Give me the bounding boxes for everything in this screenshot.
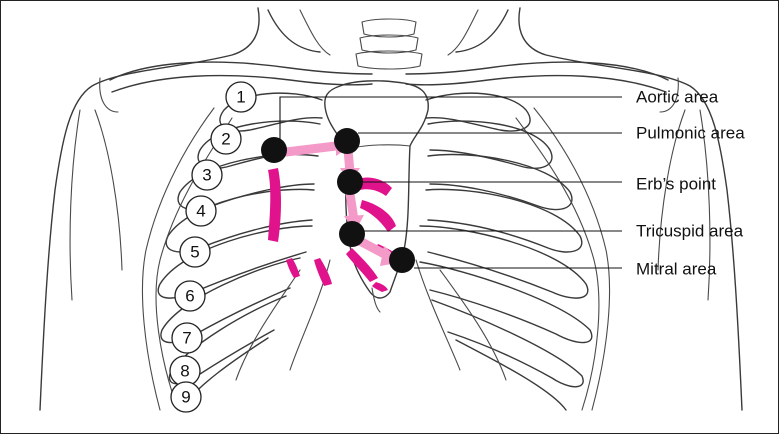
cervical-spine [356,19,422,69]
rib-number-6-text: 6 [185,287,194,306]
rib-number-9-text: 9 [181,388,190,407]
rib-number-3-text: 3 [202,166,211,185]
label-erbs-point: Erb’s point [636,175,716,194]
mitral-dot [389,247,415,273]
rib-number-3: 3 [192,160,222,190]
aortic-dot [261,137,287,163]
rib-number-2: 2 [211,124,241,154]
rib-number-6: 6 [175,281,205,311]
rib-number-2-text: 2 [221,130,230,149]
rib-number-5-text: 5 [190,243,199,262]
highlight-lower-right [286,258,300,278]
rib-number-7-text: 7 [182,329,191,348]
highlight-right-sternal-border [268,168,281,242]
rib-number-5: 5 [180,237,210,267]
highlight-bottom [372,282,388,292]
highlight-left-sternal-3 [360,200,396,232]
label-tricuspid-area: Tricuspid area [636,222,744,241]
ribs-right [420,93,610,410]
rib-number-1: 1 [226,82,256,112]
rib-number-4-text: 4 [196,202,205,221]
rib-number-7: 7 [172,323,202,353]
rib-number-9: 9 [171,382,201,412]
rib-number-4: 4 [186,196,216,226]
label-mitral-area: Mitral area [636,260,717,279]
tricuspid-dot [339,221,365,247]
rib-number-1-text: 1 [236,88,245,107]
pulmonic-dot [334,128,360,154]
erbs-point-dot [337,169,363,195]
label-pulmonic-area: Pulmonic area [636,124,745,143]
area-labels: Aortic area Pulmonic area Erb’s point Tr… [636,88,745,279]
rib-number-8-text: 8 [180,362,189,381]
label-aortic-area: Aortic area [636,88,719,107]
highlight-erbs-region [360,177,392,196]
leader-lines [280,97,622,268]
clavicles [100,62,679,112]
auscultation-sequence-arrow [286,136,402,266]
